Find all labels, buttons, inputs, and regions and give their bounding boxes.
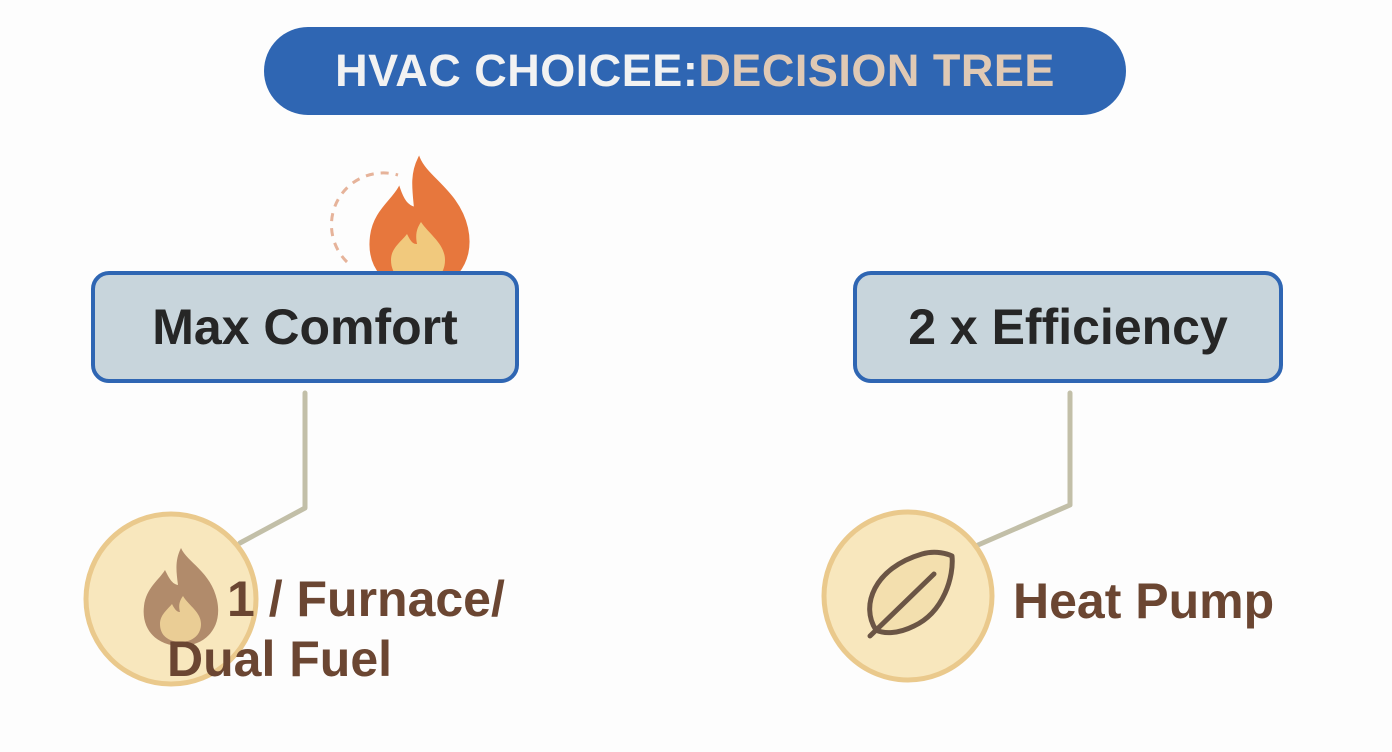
outcome-label-left-line1: 1 / Furnace/ bbox=[227, 571, 505, 627]
leaf-icon bbox=[867, 549, 955, 639]
connector-left bbox=[237, 390, 308, 546]
dashed-arc bbox=[329, 171, 399, 264]
title-part-1: HVAC CHOICEE: bbox=[335, 45, 699, 96]
node-label: 2 x Efficiency bbox=[908, 299, 1228, 355]
diagram-title: HVAC CHOICEE: DECISION TREE bbox=[264, 27, 1126, 115]
outcome-label-heat-pump: Heat Pump bbox=[1013, 573, 1275, 629]
flame-icon bbox=[369, 155, 470, 292]
title-part-2: DECISION TREE bbox=[698, 45, 1055, 96]
flame-icon bbox=[143, 548, 219, 646]
connector-right bbox=[975, 390, 1073, 548]
node-efficiency: 2 x Efficiency bbox=[853, 271, 1283, 383]
outcome-label-left-line2: Dual Fuel bbox=[167, 631, 393, 687]
node-max-comfort: Max Comfort bbox=[91, 271, 519, 383]
node-label: Max Comfort bbox=[152, 299, 458, 355]
